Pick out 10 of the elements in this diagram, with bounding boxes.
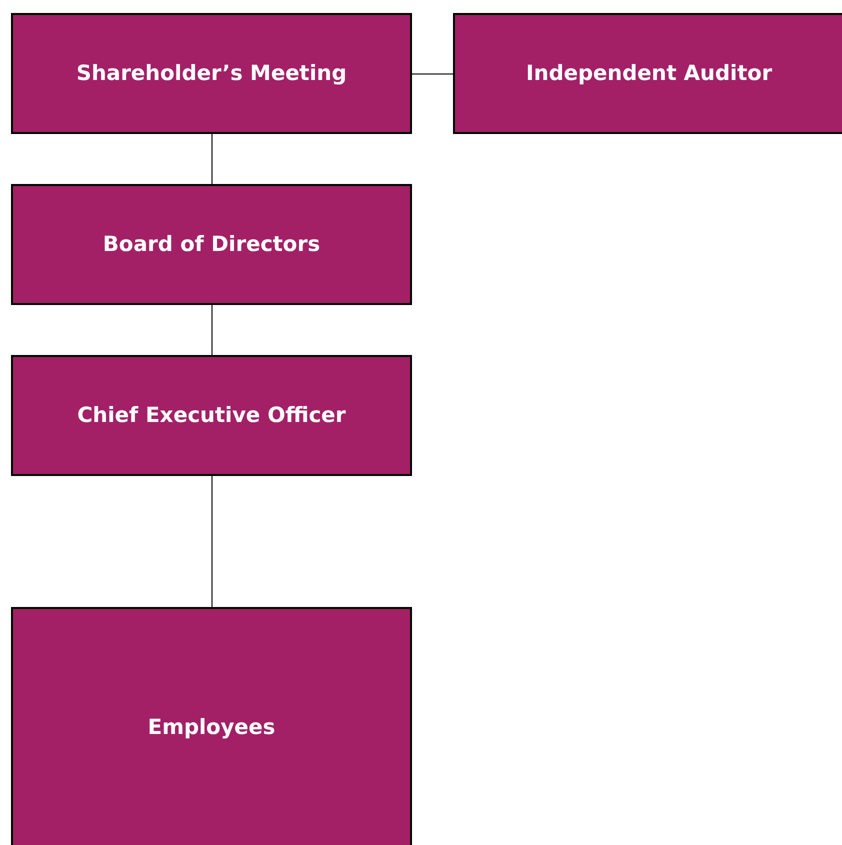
org-box bbox=[11, 355, 412, 476]
org-box bbox=[11, 13, 412, 134]
box-label: Employees bbox=[146, 714, 276, 742]
box-label: Shareholder’s Meeting bbox=[75, 60, 348, 87]
box-label: Board of Directors bbox=[102, 230, 322, 258]
org-box bbox=[11, 184, 412, 305]
org-box bbox=[453, 13, 842, 134]
org-box bbox=[11, 607, 412, 845]
box-label: Independent Auditor bbox=[524, 60, 774, 87]
box-label: Chief Executive Officer bbox=[76, 402, 347, 429]
